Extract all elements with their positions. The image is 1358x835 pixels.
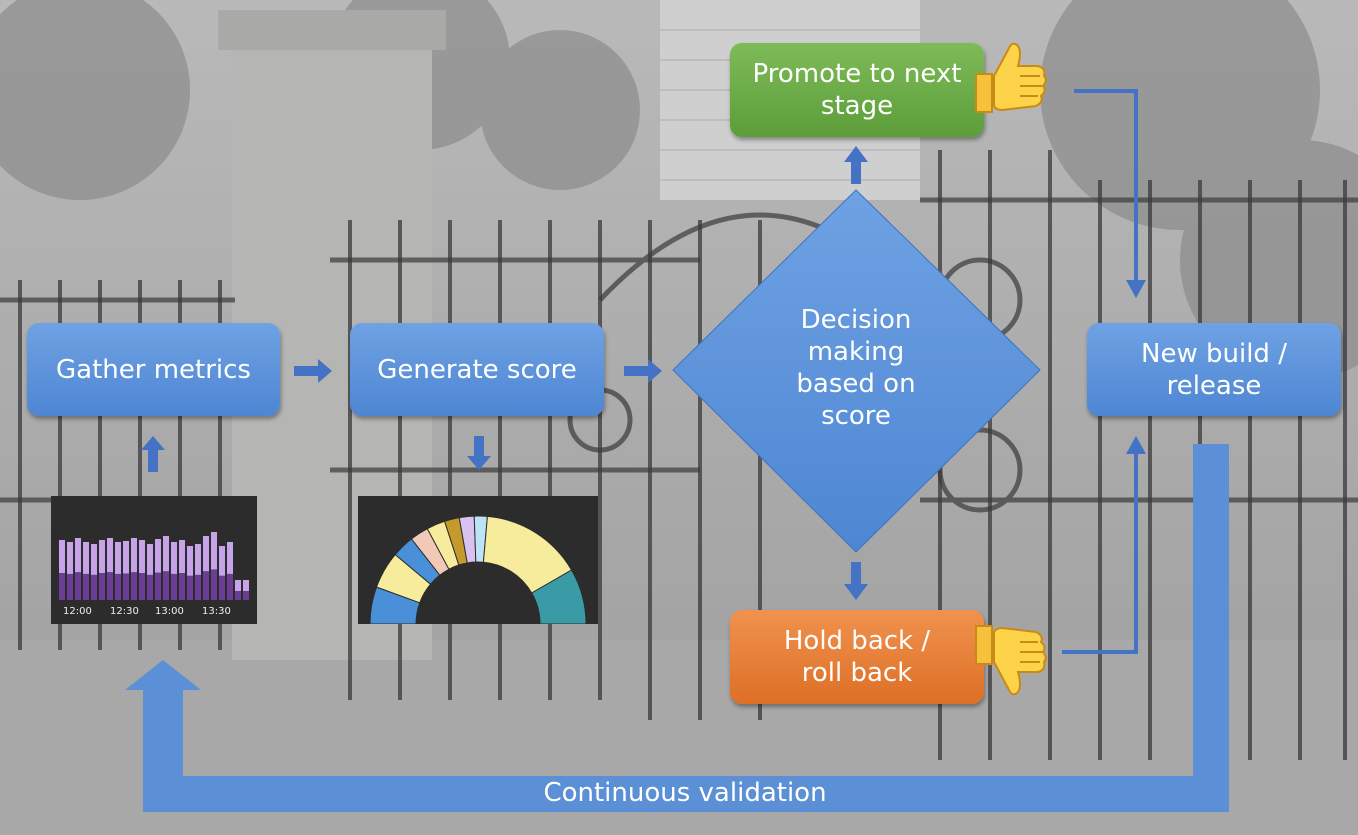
metrics-bar-lower <box>59 573 65 600</box>
metrics-bar-lower <box>75 572 81 600</box>
metrics-bar <box>115 542 121 600</box>
decision-node-label: Decision making based on score <box>796 305 916 431</box>
metrics-tick-3: 13:00 <box>155 606 184 617</box>
metrics-bar-lower <box>123 573 129 600</box>
arrow-metrics-chart-to-gather <box>141 436 165 472</box>
metrics-bar-lower <box>211 569 217 600</box>
metrics-bar-lower <box>179 573 185 600</box>
metrics-bar <box>139 540 145 600</box>
metrics-bar <box>155 539 161 600</box>
metrics-bar-lower <box>155 572 161 600</box>
metrics-tick-4: 13:30 <box>202 606 231 617</box>
thumbs-down-icon <box>975 625 1047 696</box>
arrow-generate-to-score-chart <box>467 436 491 470</box>
metrics-bar <box>91 544 97 600</box>
arrow-decision-to-promote <box>844 146 868 184</box>
hold-back-label: Hold back / roll back <box>783 626 931 688</box>
metrics-bar-lower <box>227 573 233 600</box>
metrics-bar <box>219 546 225 600</box>
arrow-hold-to-release <box>1062 452 1138 654</box>
metrics-bar <box>67 542 73 600</box>
metrics-bar <box>99 540 105 600</box>
metrics-bar-lower <box>147 574 153 600</box>
metrics-bar <box>83 542 89 600</box>
new-build-release-label: New build / release <box>1141 338 1287 401</box>
metrics-bar <box>171 542 177 600</box>
metrics-bar <box>179 540 185 600</box>
gather-metrics-node: Gather metrics <box>27 323 280 416</box>
metrics-bar-lower <box>107 572 113 600</box>
arrow-gather-to-generate <box>294 359 332 383</box>
metrics-bar-lower <box>99 573 105 600</box>
metrics-bar-lower <box>235 591 241 600</box>
metrics-bars <box>59 532 249 600</box>
metrics-bar <box>123 541 129 600</box>
hold-back-node: Hold back / roll back <box>730 610 984 704</box>
metrics-bar-lower <box>187 575 193 600</box>
metrics-bar <box>131 538 137 600</box>
arrow-promote-to-release <box>1074 89 1138 282</box>
arrow-generate-to-decision <box>624 359 662 383</box>
metrics-bar-lower <box>115 573 121 600</box>
metrics-bar <box>227 542 233 600</box>
metrics-bar-lower <box>131 572 137 600</box>
metrics-bar-lower <box>139 573 145 600</box>
metrics-bar <box>243 580 249 600</box>
thumbs-up-icon <box>975 42 1047 113</box>
continuous-validation-loop-arrow <box>125 444 1229 812</box>
promote-label: Promote to next stage <box>752 59 962 121</box>
metrics-bar-lower <box>83 573 89 600</box>
generate-score-node: Generate score <box>350 323 604 416</box>
metrics-bar <box>187 546 193 600</box>
new-build-release-node: New build / release <box>1087 323 1341 416</box>
continuous-validation-label: Continuous validation <box>543 778 827 808</box>
metrics-chart-panel: 12:00 12:30 13:00 13:30 <box>51 496 257 624</box>
metrics-bar-lower <box>203 571 209 600</box>
metrics-bar-lower <box>67 573 73 600</box>
arrow-decision-to-hold <box>844 562 868 600</box>
metrics-bar <box>107 538 113 600</box>
metrics-bar-lower <box>163 571 169 600</box>
metrics-bar-lower <box>219 575 225 600</box>
metrics-tick-1: 12:00 <box>63 606 92 617</box>
metrics-bar-lower <box>243 591 249 600</box>
metrics-bar <box>59 540 65 600</box>
metrics-bar <box>211 532 217 600</box>
gather-metrics-label: Gather metrics <box>56 354 251 385</box>
metrics-bar-lower <box>171 573 177 600</box>
metrics-bar <box>147 544 153 600</box>
generate-score-label: Generate score <box>377 354 577 385</box>
promote-node: Promote to next stage <box>730 43 984 137</box>
metrics-bar-lower <box>91 574 97 600</box>
metrics-tick-2: 12:30 <box>110 606 139 617</box>
metrics-bar-lower <box>195 574 201 600</box>
metrics-bar <box>163 536 169 600</box>
metrics-bar <box>235 580 241 600</box>
metrics-bar <box>75 538 81 600</box>
score-chart-panel <box>358 496 598 625</box>
metrics-bar <box>203 536 209 600</box>
score-half-donut <box>369 515 587 625</box>
metrics-bar <box>195 544 201 600</box>
